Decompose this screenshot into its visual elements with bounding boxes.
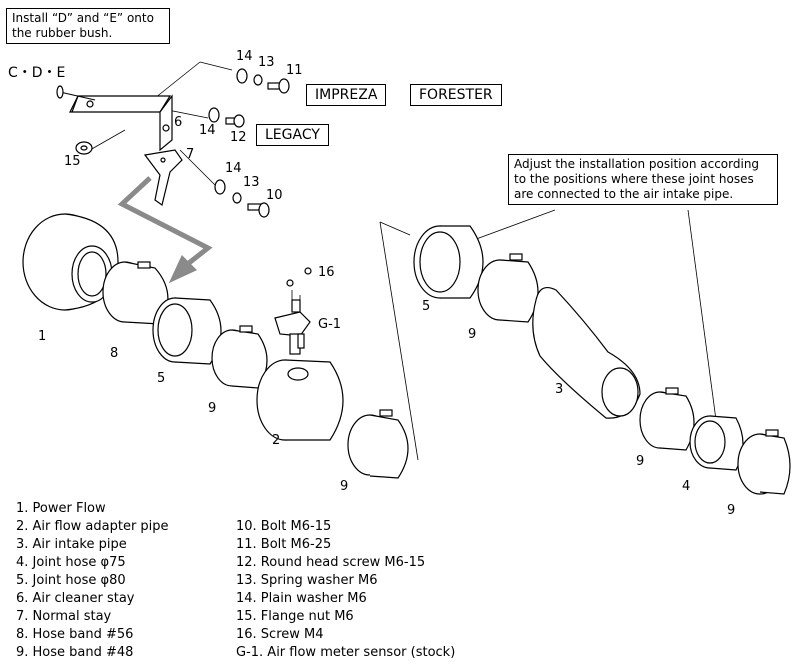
label-6: 6 (174, 115, 182, 130)
legend-item: 9. Hose band #48 (16, 645, 134, 660)
leader-line (154, 61, 201, 99)
washer-14b (208, 107, 220, 123)
label-g1: G-1 (318, 317, 341, 332)
legend-item: 8. Hose band #56 (16, 627, 134, 642)
adjust-note-text: Adjust the installation position accordi… (514, 157, 760, 201)
label-5a: 5 (157, 371, 165, 386)
hose-band-9b (347, 409, 409, 479)
legend-item: 4. Joint hose φ75 (16, 555, 126, 570)
legend-item: 11. Bolt M6-25 (236, 537, 332, 552)
hose-band-9e (737, 429, 791, 495)
label-5b: 5 (422, 299, 430, 314)
air-flow-sensor (274, 299, 311, 355)
label-9e: 9 (727, 503, 735, 518)
hose-band-8 (102, 261, 169, 325)
label-9c: 9 (468, 327, 476, 342)
bracket-line-left (379, 221, 419, 461)
direction-arrow (117, 176, 213, 272)
label-16: 16 (318, 265, 335, 280)
legend-item: 6. Air cleaner stay (16, 591, 135, 606)
label-9d: 9 (636, 454, 644, 469)
tag-impreza: IMPREZA (306, 84, 387, 106)
label-15: 15 (64, 154, 81, 169)
washer-14a (236, 68, 248, 84)
joint-hose-5a (152, 297, 222, 365)
spring-washer-13c (232, 192, 242, 204)
flange-nut (75, 141, 93, 155)
legend-item: 12. Round head screw M6-15 (236, 555, 426, 570)
label-4: 4 (682, 479, 690, 494)
legend-item: 13. Spring washer M6 (236, 573, 378, 588)
legend-item: 10. Bolt M6-15 (236, 519, 332, 534)
washer-14c (214, 179, 226, 195)
joint-hose-4 (689, 415, 744, 471)
legend-item: 3. Air intake pipe (16, 537, 127, 552)
parts-legend-left: 1. Power Flow 2. Air flow adapter pipe 3… (16, 500, 169, 662)
label-14b: 14 (199, 123, 216, 138)
hose-band-9d (639, 387, 695, 451)
label-7: 7 (186, 147, 194, 162)
legend-item: 14. Plain washer M6 (236, 591, 367, 606)
bolt-11 (267, 78, 290, 94)
label-13a: 13 (258, 55, 275, 70)
air-intake-pipe (532, 287, 641, 419)
label-9b: 9 (340, 479, 348, 494)
legend-item: 1. Power Flow (16, 501, 106, 516)
legend-item: G-1. Air flow meter sensor (stock) (236, 645, 456, 660)
label-14c: 14 (225, 161, 242, 176)
adjust-note: Adjust the installation position accordi… (508, 154, 778, 205)
label-2: 2 (272, 433, 280, 448)
label-14a: 14 (236, 49, 253, 64)
legend-item: 15. Flange nut M6 (236, 609, 354, 624)
label-3: 3 (555, 382, 563, 397)
legend-item: 16. Screw M4 (236, 627, 324, 642)
tag-forester: FORESTER (410, 84, 502, 106)
label-cde: C・D・E (8, 65, 65, 81)
leader-line-right-b (687, 209, 717, 421)
hose-band-9a (211, 325, 268, 389)
parts-legend-right: 10. Bolt M6-15 11. Bolt M6-25 12. Round … (236, 518, 455, 662)
screw-12 (225, 114, 245, 128)
bolt-10 (247, 202, 270, 218)
label-11: 11 (286, 63, 303, 78)
install-note: Install “D” and “E” onto the rubber bush… (6, 8, 170, 44)
normal-stay (143, 149, 183, 207)
label-13c: 13 (243, 175, 260, 190)
label-1: 1 (38, 329, 46, 344)
tag-legacy-label: LEGACY (265, 127, 320, 143)
air-flow-adapter-pipe (256, 359, 344, 441)
label-10: 10 (266, 188, 283, 203)
screw-16 (286, 267, 312, 287)
tag-impreza-label: IMPREZA (315, 87, 378, 103)
label-12: 12 (230, 130, 247, 145)
label-8: 8 (110, 346, 118, 361)
legend-item: 2. Air flow adapter pipe (16, 519, 169, 534)
install-note-text: Install “D” and “E” onto the rubber bush… (12, 11, 154, 40)
label-9a: 9 (208, 401, 216, 416)
tag-legacy: LEGACY (256, 124, 329, 146)
hose-band-9c (477, 253, 539, 323)
joint-hose-5b (413, 225, 484, 299)
tag-forester-label: FORESTER (419, 87, 493, 103)
legend-item: 7. Normal stay (16, 609, 112, 624)
legend-item: 5. Joint hose φ80 (16, 573, 126, 588)
